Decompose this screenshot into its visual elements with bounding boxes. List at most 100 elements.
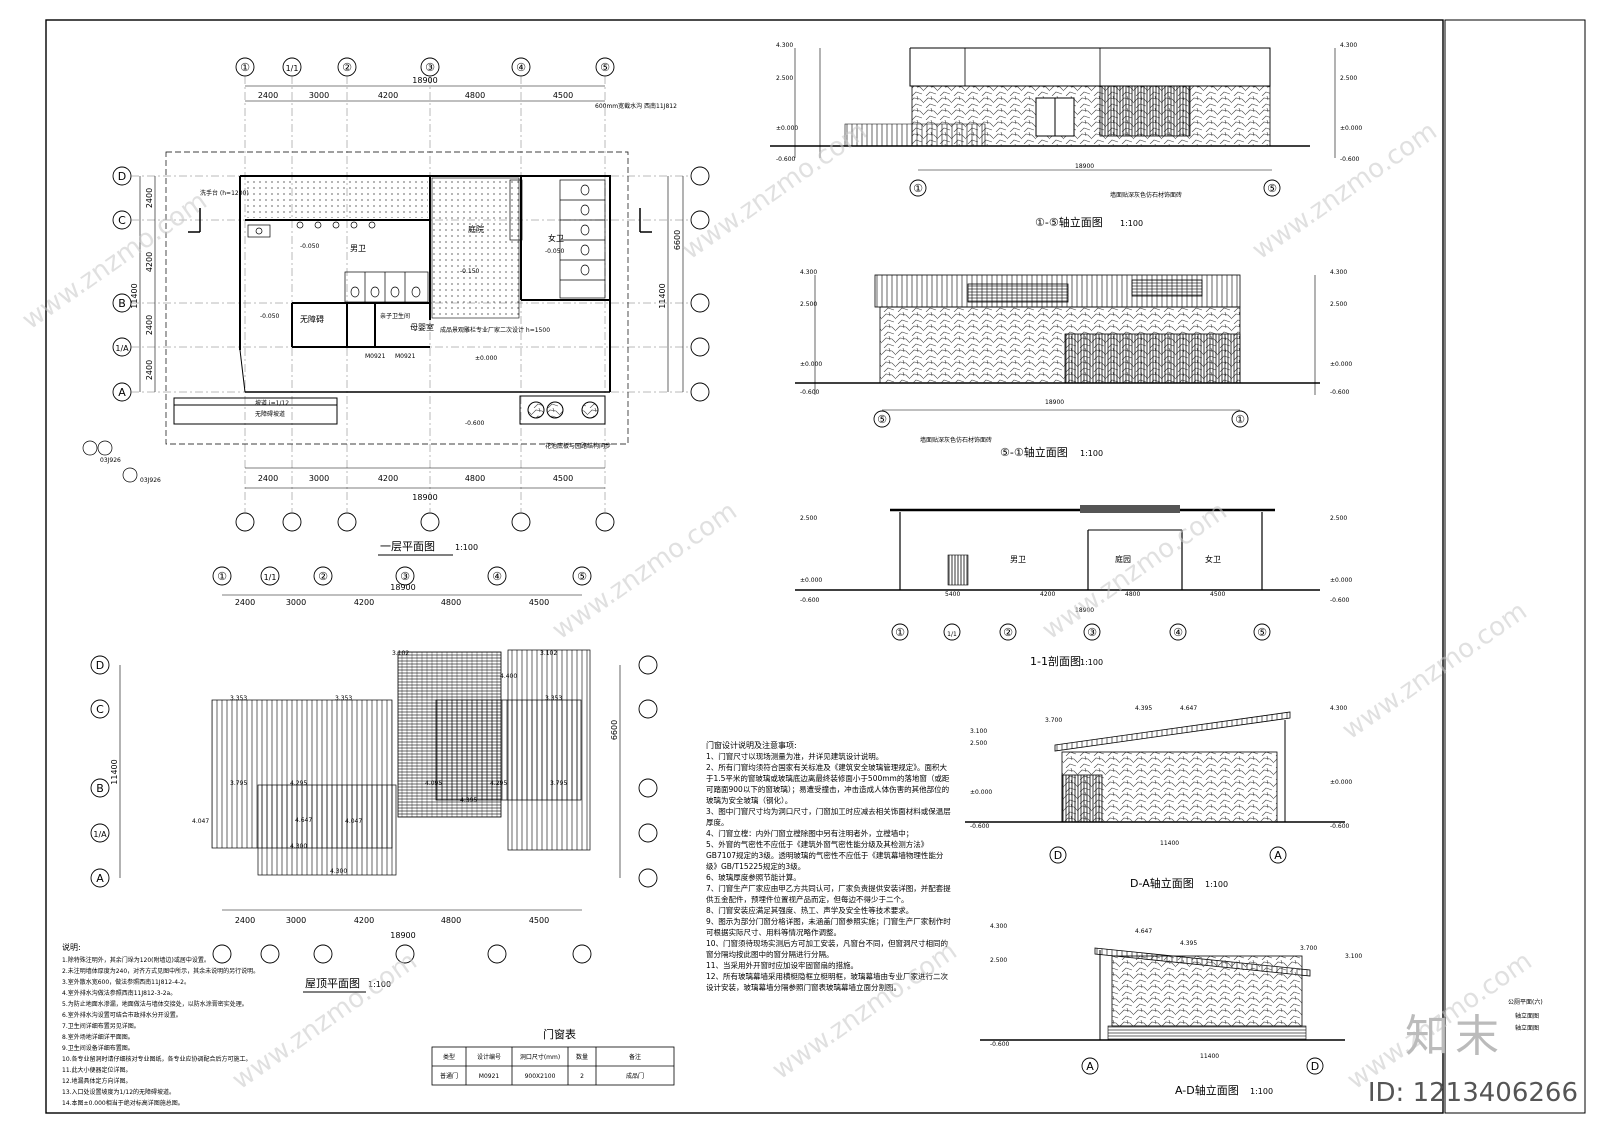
- floor-plan-scale: 1:100: [455, 543, 478, 552]
- room-label-accessible: 无障碍: [300, 314, 324, 324]
- window-note-line: 5、外窗的气密性不应低于《建筑外窗气密性能分级及其检测方法》GB7107规定的3…: [706, 840, 944, 871]
- window-notes: 门窗设计说明及注意事项: 1、门窗尺寸以现场测量为准，并详见建筑设计说明。 2、…: [706, 740, 951, 993]
- dim-label: 4800: [441, 916, 461, 925]
- table-cell: M0921: [479, 1073, 500, 1080]
- elev-d-a-title: D-A轴立面图: [1130, 876, 1194, 890]
- roof-elevation: 3.795: [230, 780, 247, 787]
- material-note: 墙面贴深灰色仿石材饰面砖: [1110, 191, 1182, 199]
- grid-row-label: A: [118, 386, 126, 399]
- table-header: 备注: [629, 1053, 641, 1061]
- note-line: 4.室外排水沟做法参照西南11J812-3-2a。: [62, 989, 176, 997]
- room-label-courtyard: 庭院: [468, 224, 484, 234]
- section-scale: 1:100: [1080, 658, 1103, 667]
- table-cell: 成品门: [626, 1072, 644, 1080]
- level-mark: 4.300: [1330, 705, 1347, 712]
- svg-text:⑤: ⑤: [1257, 626, 1267, 639]
- table-header: 设计编号: [477, 1053, 501, 1061]
- roof-elevation: 4.300: [330, 868, 347, 875]
- grid-col-label: ②: [318, 570, 328, 583]
- note-label: 600mm宽截水沟 西南11J812: [595, 102, 677, 110]
- dim-label: 4500: [529, 916, 549, 925]
- sheet-border: [45, 19, 1444, 1114]
- dim-label: 2400: [145, 188, 154, 208]
- level-mark: -0.600: [800, 597, 820, 604]
- grid-col-label: ⑤: [577, 570, 587, 583]
- grid-col-label: ①: [240, 61, 250, 74]
- dim-label: 2400: [145, 315, 154, 335]
- roof-elevation: 4.647: [295, 817, 312, 824]
- window-note-line: 4、门窗立樘：内外门窗立樘除图中另有注明者外，立樘墙中；: [706, 829, 914, 838]
- width-dim: 11400: [1160, 840, 1179, 847]
- grid-col-label: 1/1: [264, 573, 277, 582]
- dim-label: 4500: [1210, 591, 1225, 598]
- total-width-dim: 18900: [390, 931, 415, 940]
- svg-text:A: A: [1274, 849, 1282, 862]
- level-mark: ±0.000: [1330, 779, 1352, 786]
- dim-label: 6600: [673, 230, 682, 250]
- dim-label: 4200: [145, 252, 154, 272]
- level-mark: ±0.000: [776, 125, 798, 132]
- resource-id: ID: 1213406266: [1367, 1078, 1578, 1108]
- dim-label: 4500: [529, 598, 549, 607]
- level-mark: ±0.000: [800, 361, 822, 368]
- level-mark: 3.100: [1345, 953, 1362, 960]
- width-dim: 11400: [1200, 1053, 1219, 1060]
- floor-plan: ① 1/1 ② ③ ④ ⑤ D C B 1/A A: [82, 57, 710, 556]
- note-line: 9.卫生间设备详细布置图。: [62, 1044, 134, 1052]
- grid-row-label: 1/A: [115, 344, 129, 353]
- grid-row-label: C: [96, 703, 104, 716]
- watermark-text: www.znzmo.com: [677, 116, 873, 266]
- level-mark: 3.700: [1045, 717, 1062, 724]
- general-notes: 说明: 1.除特殊注明外，其余门垛为120(附墙边)或居中设置。 2.未注明墙体…: [62, 942, 259, 1107]
- level-mark: ±0.000: [800, 577, 822, 584]
- svg-text:⑤: ⑤: [1267, 182, 1277, 195]
- svg-text:④: ④: [1173, 626, 1183, 639]
- grid-col-label: ③: [425, 61, 435, 74]
- room-label-men: 男卫: [350, 244, 366, 253]
- dim-label: 4800: [441, 598, 461, 607]
- note-line: 7.卫生间详细布置另见详图。: [62, 1022, 140, 1030]
- level-mark: 2.500: [776, 75, 793, 82]
- roof-elevation: 4.047: [345, 818, 362, 825]
- width-dim: 18900: [1075, 607, 1094, 614]
- window-note-line: 1、门窗尺寸以现场测量为准，并详见建筑设计说明。: [706, 752, 884, 761]
- roof-elevation: 3.102: [392, 650, 409, 657]
- grid-row-label: B: [118, 297, 126, 310]
- svg-text:①: ①: [913, 182, 923, 195]
- room-label-mother: 母婴室: [410, 322, 434, 332]
- note-line: 12.地漏具体定方向详图。: [62, 1077, 132, 1085]
- svg-text:D: D: [1311, 1060, 1319, 1073]
- section-1-1: 男卫 庭园 女卫 2.500 ±0.000 -0.600 2.500 ±0.00…: [795, 505, 1352, 668]
- roof-plan-title: 屋顶平面图: [305, 977, 360, 990]
- table-cell: 普通门: [440, 1072, 458, 1080]
- grid-col-label: ①: [217, 570, 227, 583]
- level-mark: 4.300: [776, 42, 793, 49]
- grid-row-label: C: [118, 214, 126, 227]
- title-strip-text: 公厕平面(六): [1508, 998, 1543, 1006]
- elev-d-a-scale: 1:100: [1205, 880, 1228, 889]
- dim-label: 5400: [945, 591, 960, 598]
- note-line: 2.未注明墙体厚度为240，对齐方式见图中所示，其余未说明的另行说明。: [62, 967, 259, 975]
- level-mark: ±0.000: [1330, 361, 1352, 368]
- brand-logo: 知末: [1405, 1011, 1505, 1062]
- level-mark: 3.100: [970, 728, 987, 735]
- level-mark: 2.500: [800, 515, 817, 522]
- level-mark: 4.395: [1135, 705, 1152, 712]
- dim-label: 2400: [258, 91, 278, 100]
- roof-elevation: 4.047: [192, 818, 209, 825]
- note-line: 6.室外排水沟设置可结合市政排水分开设置。: [62, 1011, 182, 1019]
- grid-row-label: D: [118, 170, 126, 183]
- level-mark: -0.600: [800, 389, 820, 396]
- level-label: -0.050: [260, 313, 280, 320]
- dim-label: 3000: [309, 474, 329, 483]
- room-label-family: 亲子卫生间: [380, 312, 410, 320]
- roof-elevation: 4.395: [460, 797, 477, 804]
- window-note-line: 11、当采用外开窗时应加设牢固窗扇的措施。: [706, 961, 859, 970]
- level-mark: 4.300: [1340, 42, 1357, 49]
- grid-col-label: ⑤: [600, 61, 610, 74]
- roof-elevation: 3.353: [230, 695, 247, 702]
- level-mark: 2.500: [1330, 301, 1347, 308]
- level-label: -0.600: [465, 420, 485, 427]
- dim-label: 4200: [354, 916, 374, 925]
